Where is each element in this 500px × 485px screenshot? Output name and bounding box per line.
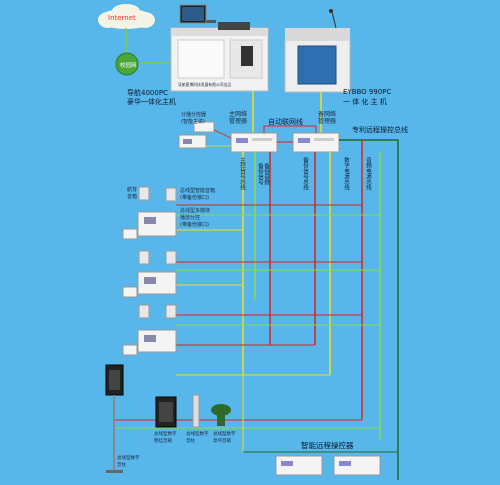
partition-controller-a (178, 121, 215, 149)
internet-cloud (98, 4, 155, 29)
console-right (284, 9, 351, 93)
backup-bus-label: 备份信号总线 (302, 157, 308, 190)
main-manager-label: 主网络 管理器 (229, 111, 248, 125)
zone-terminal-b-label: 总线型多媒体 播放分控 (带备份接口) (180, 208, 211, 228)
backup-audio-label: 备份音频 (263, 163, 269, 185)
remote-controller-2 (333, 455, 381, 476)
console-left-subtitle: 豪华一体化主机 (127, 98, 176, 106)
audio-bus-label: 音频电源总线 (365, 157, 371, 190)
auto-network-line-label: 自动联网线 (268, 118, 303, 126)
remote-bus-line (339, 139, 399, 480)
main-bus-label: 主控信号总线 (239, 157, 245, 190)
power-bus-label: 数字电源总线 (343, 157, 349, 190)
remote-controller-label: 智能远程操控器 (301, 441, 354, 450)
backup-manager-label: 备网络 管理器 (318, 111, 337, 125)
lawn-speaker (211, 404, 231, 426)
lawn-speaker-label: 总线型数字 草坪音箱 (213, 432, 236, 444)
wall-speaker (155, 396, 177, 428)
console-right-name: EYBBO 990PC (343, 88, 392, 96)
remote-controller-1 (275, 455, 323, 476)
sound-column-label: 总线型数字 音柱 (186, 432, 209, 444)
column-speaker-label: 总线型数字 音柱 (117, 456, 140, 468)
column-speaker (105, 364, 124, 473)
bus-taps (114, 204, 380, 429)
sound-column (192, 394, 200, 428)
console-left-panel-text: 导航星博科技发展有限公司出品 (178, 82, 232, 87)
console-left-name: 导航4000PC (127, 89, 168, 97)
campus-network-label: 校园网 (120, 63, 137, 69)
device-group-3 (122, 304, 177, 356)
backup-signal-label: 备份信号 (257, 163, 263, 185)
internet-label: Internet (108, 14, 136, 22)
partition-box-label: 分播分控器 (智能主讲) (181, 112, 207, 125)
broadcast-speaker-label: 航背 音箱 (127, 187, 138, 200)
campus-network-node (115, 52, 139, 76)
main-network-manager (230, 132, 278, 153)
console-left (170, 4, 269, 92)
wall-speaker-label: 总线型数字 壁挂音箱 (154, 432, 177, 444)
zone-terminal-a-label: 总线型智能音箱 (带备份接口) (180, 188, 216, 201)
console-right-subtitle: 一 体 化 主 机 (343, 98, 387, 106)
remote-bus-label: 专利远程操控总线 (352, 126, 408, 134)
device-group-2 (122, 250, 177, 298)
backup-network-manager (292, 132, 340, 153)
device-group-1 (122, 186, 177, 240)
